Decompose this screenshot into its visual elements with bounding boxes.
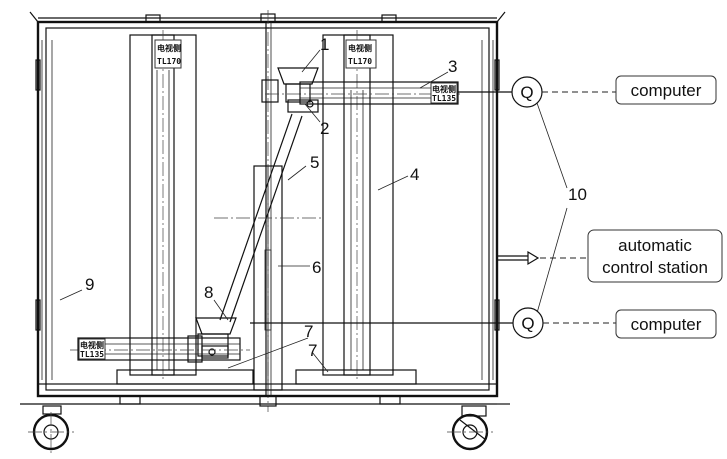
callout-2: 2 xyxy=(320,119,329,138)
right-column-plate-code: TL170 xyxy=(348,57,372,66)
bottom-sensor-assembly: 电视侧 TL135 xyxy=(70,317,250,363)
callout-1: 1 xyxy=(320,35,329,54)
top-q-node: Q xyxy=(511,76,543,108)
callout-9: 9 xyxy=(85,275,94,294)
callout-8: 8 xyxy=(204,283,213,302)
top-sensor-assembly: 电视侧 TL135 xyxy=(261,67,460,113)
callout-3: 3 xyxy=(448,57,457,76)
callout-4: 4 xyxy=(410,165,419,184)
right-column-plate-title: 电视侧 xyxy=(348,43,372,53)
diagonal-link xyxy=(219,113,303,323)
right-wheel xyxy=(447,405,493,451)
automatic-station-box: automatic control station xyxy=(587,229,723,283)
bottom-arm-plate-code: TL135 xyxy=(80,350,104,359)
top-arm-plate-code: TL135 xyxy=(432,94,456,103)
callout-5: 5 xyxy=(310,153,319,172)
computer-top-label: computer xyxy=(631,81,702,100)
automatic-label-line2: control station xyxy=(602,258,708,277)
callout-10: 10 xyxy=(568,185,587,204)
callout-7-left: 7 xyxy=(304,322,313,341)
left-column: 电视侧 TL170 xyxy=(129,30,197,380)
right-column: 电视侧 TL170 xyxy=(322,30,394,380)
computer-top-box: computer xyxy=(615,75,717,105)
left-column-plate-code: TL170 xyxy=(157,57,181,66)
callout-6: 6 xyxy=(312,258,321,277)
centre-post xyxy=(214,165,322,391)
computer-bottom-box: computer xyxy=(615,309,717,339)
leader-lines xyxy=(59,49,568,373)
callout-7-right: 7 xyxy=(308,341,317,360)
left-column-plate-title: 电视侧 xyxy=(157,43,181,53)
top-q-symbol: Q xyxy=(520,83,533,102)
bottom-arm-plate-title: 电视侧 xyxy=(80,340,104,350)
automatic-label-line1: automatic xyxy=(618,236,692,255)
bottom-q-symbol: Q xyxy=(521,314,534,333)
left-wheel xyxy=(28,405,74,455)
bottom-q-node: Q xyxy=(512,307,544,339)
top-arm-plate-title: 电视侧 xyxy=(432,84,456,94)
computer-bottom-label: computer xyxy=(631,315,702,334)
bases xyxy=(116,369,417,385)
output-arrow xyxy=(497,250,540,266)
